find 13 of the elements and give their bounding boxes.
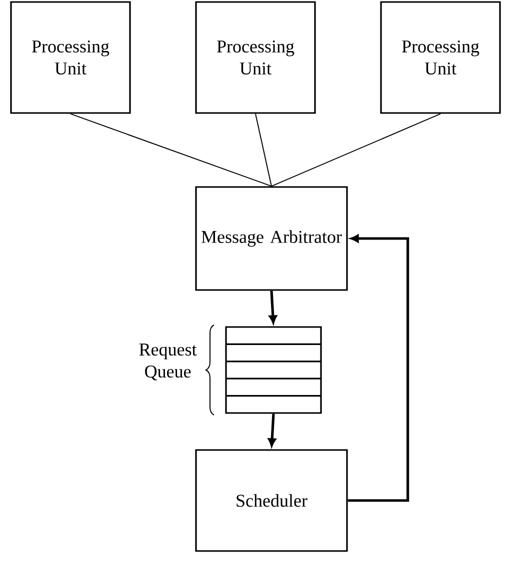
arrow xyxy=(348,234,410,502)
box: Message Arbitrator xyxy=(195,186,348,291)
connector-line xyxy=(70,113,272,187)
box: Processing Unit xyxy=(380,1,501,114)
box: Processing Unit xyxy=(10,1,131,114)
arrow xyxy=(268,290,277,324)
queue-drawing xyxy=(225,326,322,414)
box: Scheduler xyxy=(195,449,348,552)
arrow xyxy=(268,414,276,447)
connector-line xyxy=(255,113,272,187)
box: Processing Unit xyxy=(195,1,316,114)
connector-line xyxy=(271,113,441,187)
queue-label: Request Queue xyxy=(139,344,197,380)
